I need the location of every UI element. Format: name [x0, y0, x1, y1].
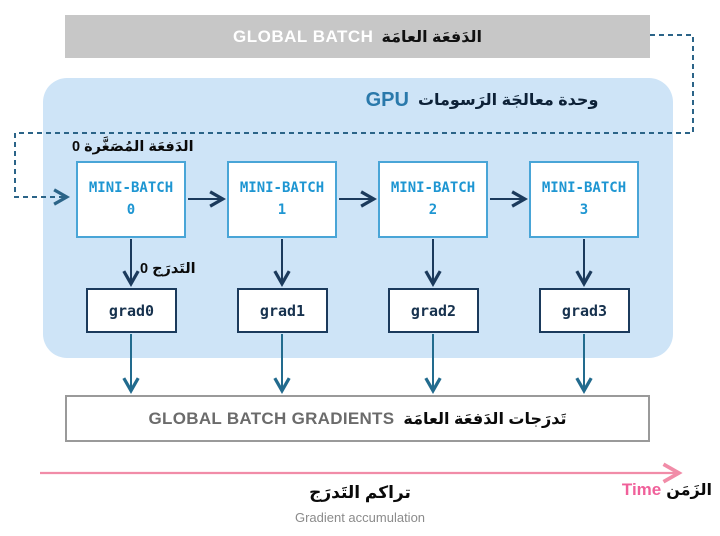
- minibatch-zero-annotation: الدَفعَة المُصَغَّرة 0: [72, 139, 194, 155]
- gpu-label-en: GPU: [365, 88, 409, 111]
- global-batch-gradients-en: GLOBAL BATCH GRADIENTS: [148, 408, 395, 428]
- global-batch-title-en: GLOBAL BATCH: [233, 26, 374, 46]
- gradient-zero-annotation: التَدرَج 0: [140, 261, 196, 277]
- grad-3-label: grad3: [561, 301, 608, 320]
- grad-box-2: grad2: [388, 288, 479, 333]
- grad-box-3: grad3: [539, 288, 630, 333]
- grad-box-1: grad1: [237, 288, 328, 333]
- gpu-label-ar: وحدة معالجَة الرَسومات: [417, 92, 599, 109]
- mini-batch-box-3: MINI-BATCH 3: [529, 161, 639, 238]
- time-label-ar: الزَمَن: [666, 482, 712, 499]
- global-batch-bar: GLOBAL BATCH الدَفعَة العامَة: [65, 15, 650, 58]
- mini-batch-box-0: MINI-BATCH 0: [76, 161, 186, 238]
- mini-batch-1-num: 1: [277, 201, 287, 218]
- caption-arabic: تراكم التَدرَج: [309, 483, 411, 502]
- mini-batch-0-num: 0: [126, 201, 136, 218]
- caption-english: Gradient accumulation: [294, 510, 426, 525]
- mini-batch-3-num: 3: [579, 201, 589, 218]
- mini-batch-box-2: MINI-BATCH 2: [378, 161, 488, 238]
- mini-batch-1-label: MINI-BATCH: [239, 179, 325, 196]
- mini-batch-2-label: MINI-BATCH: [390, 179, 476, 196]
- mini-batch-2-num: 2: [428, 201, 438, 218]
- global-batch-gradients-bar: GLOBAL BATCH GRADIENTS تَدرَجات الدَفعَة…: [65, 395, 650, 442]
- grad-0-label: grad0: [108, 301, 155, 320]
- mini-batch-0-label: MINI-BATCH: [88, 179, 174, 196]
- global-batch-title-ar: الدَفعَة العامَة: [381, 28, 482, 46]
- mini-batch-3-label: MINI-BATCH: [541, 179, 627, 196]
- mini-batch-box-1: MINI-BATCH 1: [227, 161, 337, 238]
- global-batch-gradients-ar: تَدرَجات الدَفعَة العامَة: [403, 410, 567, 428]
- grad-box-0: grad0: [86, 288, 177, 333]
- time-label-en: Time: [621, 480, 662, 499]
- grad-1-label: grad1: [259, 301, 306, 320]
- grad-2-label: grad2: [410, 301, 457, 320]
- gpu-label: GPU وحدة معالجَة الرَسومات: [340, 86, 624, 114]
- time-axis-label: Time الزَمَن: [622, 480, 712, 500]
